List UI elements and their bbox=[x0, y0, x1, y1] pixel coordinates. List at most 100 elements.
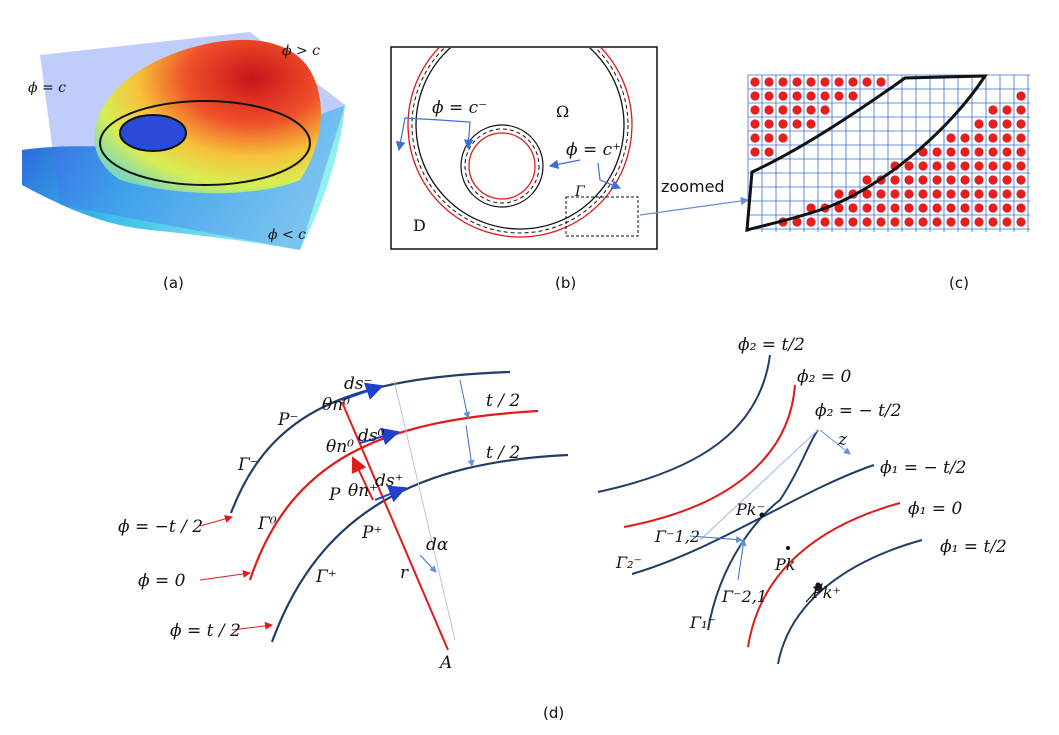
label-r: r bbox=[400, 563, 409, 583]
label-phi-eq-c: ϕ = c bbox=[28, 80, 66, 96]
grid-node bbox=[946, 133, 956, 143]
grid-node bbox=[778, 133, 788, 143]
label-gamma: Γ bbox=[574, 184, 586, 200]
curve-gamma-minus bbox=[229, 370, 511, 514]
grid-node bbox=[834, 77, 844, 87]
label-omega: Ω bbox=[556, 102, 569, 121]
pointer-gamma12 bbox=[689, 535, 743, 544]
grid-node bbox=[988, 203, 998, 213]
grid-node bbox=[834, 189, 844, 199]
pointer-phi-zero bbox=[199, 570, 251, 581]
label-phi-neg: ϕ = −t / 2 bbox=[118, 517, 203, 537]
grid-node bbox=[890, 175, 900, 185]
grid-node bbox=[1016, 217, 1026, 227]
grid-node bbox=[932, 217, 942, 227]
grid-node bbox=[946, 147, 956, 157]
grid-node bbox=[820, 217, 830, 227]
grid-node bbox=[862, 175, 872, 185]
grid-node bbox=[750, 119, 760, 129]
grid-node bbox=[946, 189, 956, 199]
grid-node bbox=[862, 77, 872, 87]
grid-node bbox=[806, 217, 816, 227]
label-a: A bbox=[438, 653, 452, 673]
grid-node bbox=[946, 217, 956, 227]
grid-node bbox=[960, 147, 970, 157]
grid-node bbox=[1016, 91, 1026, 101]
label-domain-d: D bbox=[413, 216, 426, 235]
grid-node bbox=[862, 189, 872, 199]
grid-node bbox=[904, 161, 914, 171]
grid-node bbox=[974, 161, 984, 171]
label-theta-n-plus: θn⁺ bbox=[348, 481, 378, 501]
grid-node bbox=[848, 217, 858, 227]
label-theta-n0-mid: θn⁰ bbox=[326, 437, 354, 457]
label-gamma12: Γ⁻1,2 bbox=[654, 527, 700, 546]
curve-phi2-neg bbox=[707, 429, 819, 631]
zoom-box bbox=[565, 196, 639, 237]
label-p: P bbox=[328, 485, 341, 505]
tangent-ds-minus bbox=[341, 382, 384, 401]
domain-box bbox=[390, 46, 658, 250]
grid-node bbox=[764, 91, 774, 101]
grid-node bbox=[904, 203, 914, 213]
label-gamma-minus: Γ⁻ bbox=[237, 455, 259, 475]
grid-node bbox=[778, 105, 788, 115]
radial-line bbox=[393, 379, 456, 641]
grid-node bbox=[778, 119, 788, 129]
band-outline bbox=[745, 74, 988, 233]
z-arrow bbox=[819, 429, 851, 455]
grid-node bbox=[988, 119, 998, 129]
point-pk-plus bbox=[815, 582, 821, 588]
grid-node bbox=[1002, 133, 1012, 143]
grid-node bbox=[764, 119, 774, 129]
panel-b: ϕ = c⁻ Ω ϕ = c⁺ Γ D zoomed bbox=[390, 46, 750, 250]
curve-phi1-pos bbox=[777, 539, 923, 665]
grid-node bbox=[1002, 161, 1012, 171]
bump-surface bbox=[94, 39, 321, 194]
grid-node bbox=[1002, 203, 1012, 213]
label-phi-pos: ϕ = t / 2 bbox=[170, 621, 241, 641]
tangent-ds-plus bbox=[374, 485, 407, 503]
grid-node bbox=[1016, 133, 1026, 143]
curve-phi2-pos bbox=[597, 354, 771, 493]
ray-to-a bbox=[341, 401, 449, 651]
label-ds-0: ds⁰ bbox=[358, 426, 385, 446]
label-phi-c-plus: ϕ = c⁺ bbox=[566, 140, 621, 160]
curve-phi2-zero bbox=[623, 384, 796, 528]
grid-node bbox=[820, 77, 830, 87]
grid-node bbox=[1016, 147, 1026, 157]
grid-node bbox=[932, 203, 942, 213]
grid-node bbox=[974, 189, 984, 199]
grid-node bbox=[876, 203, 886, 213]
grid-node bbox=[876, 77, 886, 87]
grid-node bbox=[750, 105, 760, 115]
grid-node bbox=[890, 217, 900, 227]
grid-node bbox=[1002, 175, 1012, 185]
grid-node bbox=[1002, 105, 1012, 115]
level-set-outer bbox=[99, 100, 311, 186]
label-phi-zero: ϕ = 0 bbox=[138, 571, 186, 591]
grid-node bbox=[918, 217, 928, 227]
inner-circle-red bbox=[468, 132, 536, 200]
panel-a: ϕ = c ϕ > c ϕ < c bbox=[22, 32, 345, 250]
grid-node bbox=[974, 175, 984, 185]
arrow-to-outer bbox=[395, 117, 441, 152]
label-phi2-neg: ϕ₂ = − t/2 bbox=[815, 401, 901, 421]
grid-node bbox=[750, 77, 760, 87]
curve-gamma-0 bbox=[248, 409, 539, 581]
label-gamma-plus: Γ⁺ bbox=[315, 567, 337, 587]
grid-node bbox=[988, 175, 998, 185]
curve-phi1-zero bbox=[747, 502, 901, 648]
grid-node bbox=[988, 189, 998, 199]
caption-d: (d) bbox=[543, 704, 564, 722]
label-pk-minus: Pk⁻ bbox=[735, 500, 765, 519]
label-t-half-2: t / 2 bbox=[486, 443, 520, 463]
grid-node bbox=[848, 91, 858, 101]
grid-node bbox=[946, 161, 956, 171]
grid-node bbox=[932, 175, 942, 185]
label-p-plus: P⁺ bbox=[361, 523, 382, 543]
outer-circle-black bbox=[415, 48, 625, 230]
grid-node bbox=[848, 77, 858, 87]
grid-node bbox=[946, 175, 956, 185]
